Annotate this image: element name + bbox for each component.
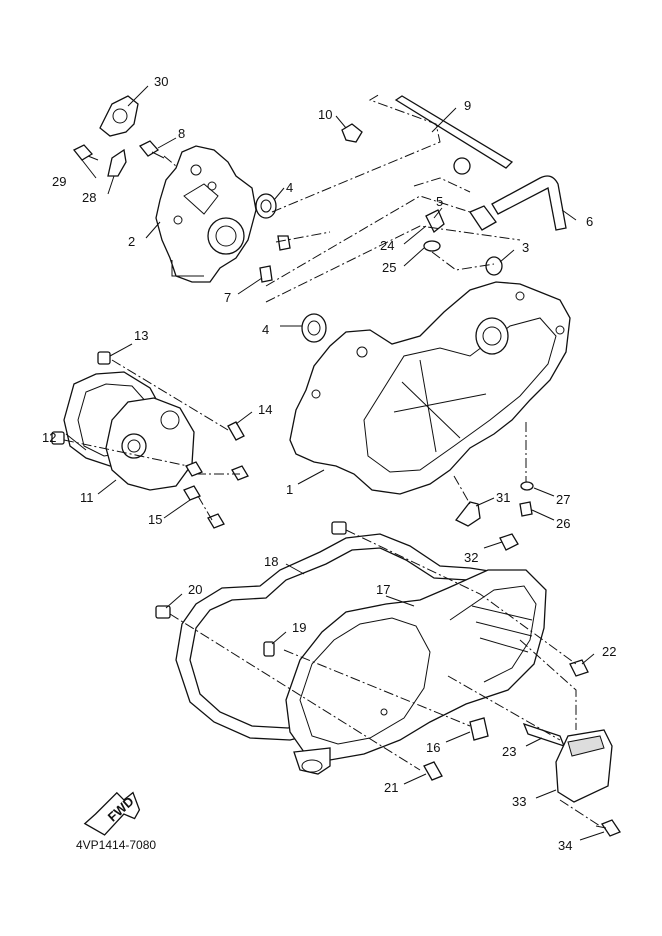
part-6-pipe [491,175,567,231]
part-22-bolt [569,659,589,677]
part-15-bolts [183,461,249,529]
part-21-bolt [423,761,443,781]
part-26-bolt [519,501,533,517]
callout-c27: 27 [556,492,570,507]
part-25-oring [423,240,441,252]
callout-c16: 16 [426,740,440,755]
callout-c7: 7 [224,290,231,305]
callout-c22: 22 [602,644,616,659]
part-14-bolt [227,421,245,441]
callout-c28: 28 [82,190,96,205]
callout-c21: 21 [384,780,398,795]
part-31-bracket [455,501,481,527]
callout-c14: 14 [258,402,272,417]
part-24-plug [425,209,445,234]
part-29-bolt [72,144,99,161]
callout-c23: 23 [502,744,516,759]
part-10-clip [341,123,363,143]
part-34-screw [595,819,621,837]
callout-c30: 30 [154,74,168,89]
callout-c18: 18 [264,554,278,569]
part-8-bolt [138,140,165,159]
callout-c25: 25 [382,260,396,275]
part-11-cover [105,397,195,491]
callout-c9: 9 [464,98,471,113]
part-3-bushing [485,256,503,276]
callout-c17: 17 [376,582,390,597]
reference-lines [63,93,601,827]
callout-c29: 29 [52,174,66,189]
callout-c12: 12 [42,430,56,445]
part-4-bearing-upper [255,193,277,219]
leader-lines [65,85,605,841]
callout-c20: 20 [188,582,202,597]
part-17-cover [285,569,547,775]
callout-c33: 33 [512,794,526,809]
part-2-housing [155,145,257,283]
part-27-washer [520,481,534,491]
part-19-pin [263,641,275,657]
part-28-bracket [107,148,127,177]
callout-c1: 1 [286,482,293,497]
callout-c10: 10 [318,107,332,122]
callout-c6: 6 [586,214,593,229]
callout-c4b: 4 [262,322,269,337]
part-1-crankcase [289,281,571,495]
part-dowel-top [331,521,347,535]
callout-c24: 24 [380,238,394,253]
part-12-dowel [51,431,65,445]
part-20-dowel [155,605,171,619]
drawing-code: 4VP1414-7080 [76,838,156,852]
callout-c19: 19 [292,620,306,635]
callout-c5: 5 [436,194,443,209]
part-9-shaft [394,95,514,175]
part-23-bolt [522,722,566,748]
callout-c8: 8 [178,126,185,141]
callout-c3: 3 [522,240,529,255]
part-32-bolt [499,533,519,551]
callout-c4a: 4 [286,180,293,195]
part-33-duct [555,729,613,803]
callout-c26: 26 [556,516,570,531]
callout-c2: 2 [128,234,135,249]
callout-c15: 15 [148,512,162,527]
callout-c34: 34 [558,838,572,853]
part-7-bushing [259,235,291,283]
callout-c31: 31 [496,490,510,505]
fwd-arrow-icon: FWD [83,791,141,836]
part-5-fitting [469,205,497,231]
callout-c32: 32 [464,550,478,565]
part-13-dowel [97,351,111,365]
callout-c13: 13 [134,328,148,343]
part-4-bearing-lower [301,313,327,343]
part-16-plug [469,717,489,741]
callout-c11: 11 [80,490,94,505]
